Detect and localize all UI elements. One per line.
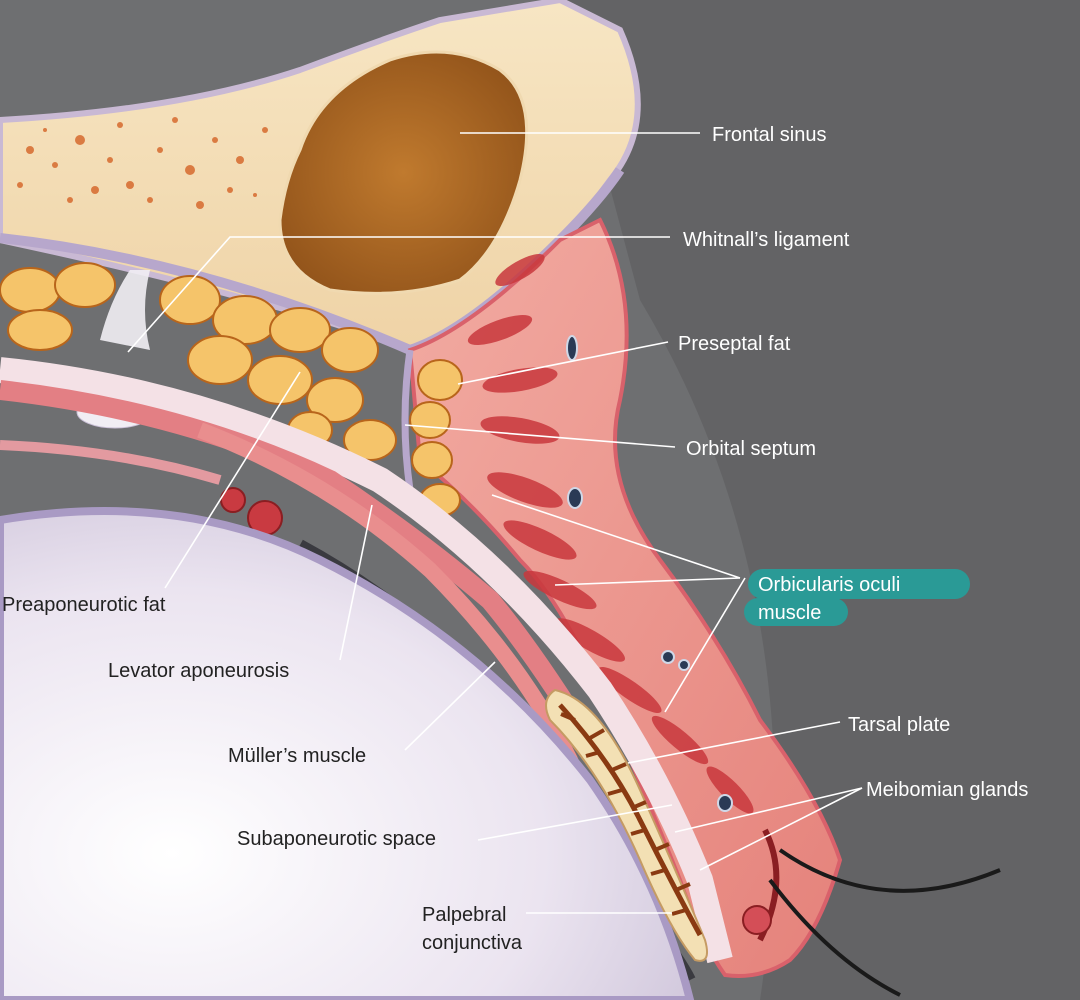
whitnalls-ligament xyxy=(100,270,150,350)
leader-whitnalls-ligament xyxy=(127,236,670,353)
label-subaponeurotic-space: Subaponeurotic space xyxy=(237,828,436,850)
label-whitnalls-ligament: Whitnall’s ligament xyxy=(683,229,850,251)
vessels xyxy=(566,335,733,812)
highlight-orbicularis-1 xyxy=(748,569,970,599)
highlight-orbicularis-2 xyxy=(744,598,848,626)
leader-orbicularis xyxy=(491,494,746,713)
leader-meibomian xyxy=(674,787,863,871)
leader-mullers-muscle xyxy=(404,661,496,751)
label-palpebral-line1: Palpebral xyxy=(422,904,507,926)
leader-subaponeurotic-space xyxy=(477,804,673,841)
levator-aponeurosis xyxy=(0,357,733,964)
meibomian-acini xyxy=(560,712,691,916)
frontal-sinus xyxy=(278,50,529,295)
label-tarsal-plate: Tarsal plate xyxy=(848,714,950,736)
leader-tarsal-plate xyxy=(627,721,841,764)
levator-muscle xyxy=(0,380,609,766)
meibomian-gland xyxy=(558,703,703,937)
orbicularis-bundles xyxy=(467,253,754,814)
label-levator-aponeurosis: Levator aponeurosis xyxy=(108,660,289,682)
leader-levator-aponeurosis xyxy=(339,504,373,661)
peripheral-arcade xyxy=(220,487,246,513)
label-orbital-septum: Orbital septum xyxy=(686,438,816,460)
label-orbicularis-line1: Orbicularis oculi xyxy=(758,574,900,596)
background-shadow xyxy=(560,0,1080,1000)
leader-preaponeurotic-fat xyxy=(164,371,301,589)
eyelash xyxy=(778,848,1001,893)
gland-of-moll xyxy=(742,905,772,935)
preaponeurotic-fat-lobules xyxy=(0,262,397,461)
leader-preseptal-fat xyxy=(457,341,669,385)
label-orbicularis-oculi: Orbicularis oculi muscle xyxy=(744,569,970,626)
label-orbicularis-line2: muscle xyxy=(758,602,821,624)
label-meibomian-glands: Meibomian glands xyxy=(866,779,1028,801)
upper-fornix xyxy=(0,440,222,485)
leader-lines xyxy=(127,132,863,914)
label-frontal-sinus: Frontal sinus xyxy=(712,124,827,146)
eyelash-2 xyxy=(768,878,901,997)
tarsal-plate xyxy=(545,688,708,962)
label-preseptal-fat: Preseptal fat xyxy=(678,333,791,355)
label-palpebral-line2: conjunctiva xyxy=(422,932,523,954)
leader-orbital-septum xyxy=(404,424,676,448)
eyeball xyxy=(0,507,695,1000)
label-preaponeurotic-fat: Preaponeurotic fat xyxy=(2,594,166,616)
label-mullers-muscle: Müller’s muscle xyxy=(228,745,366,767)
bone-marrow xyxy=(17,117,268,209)
